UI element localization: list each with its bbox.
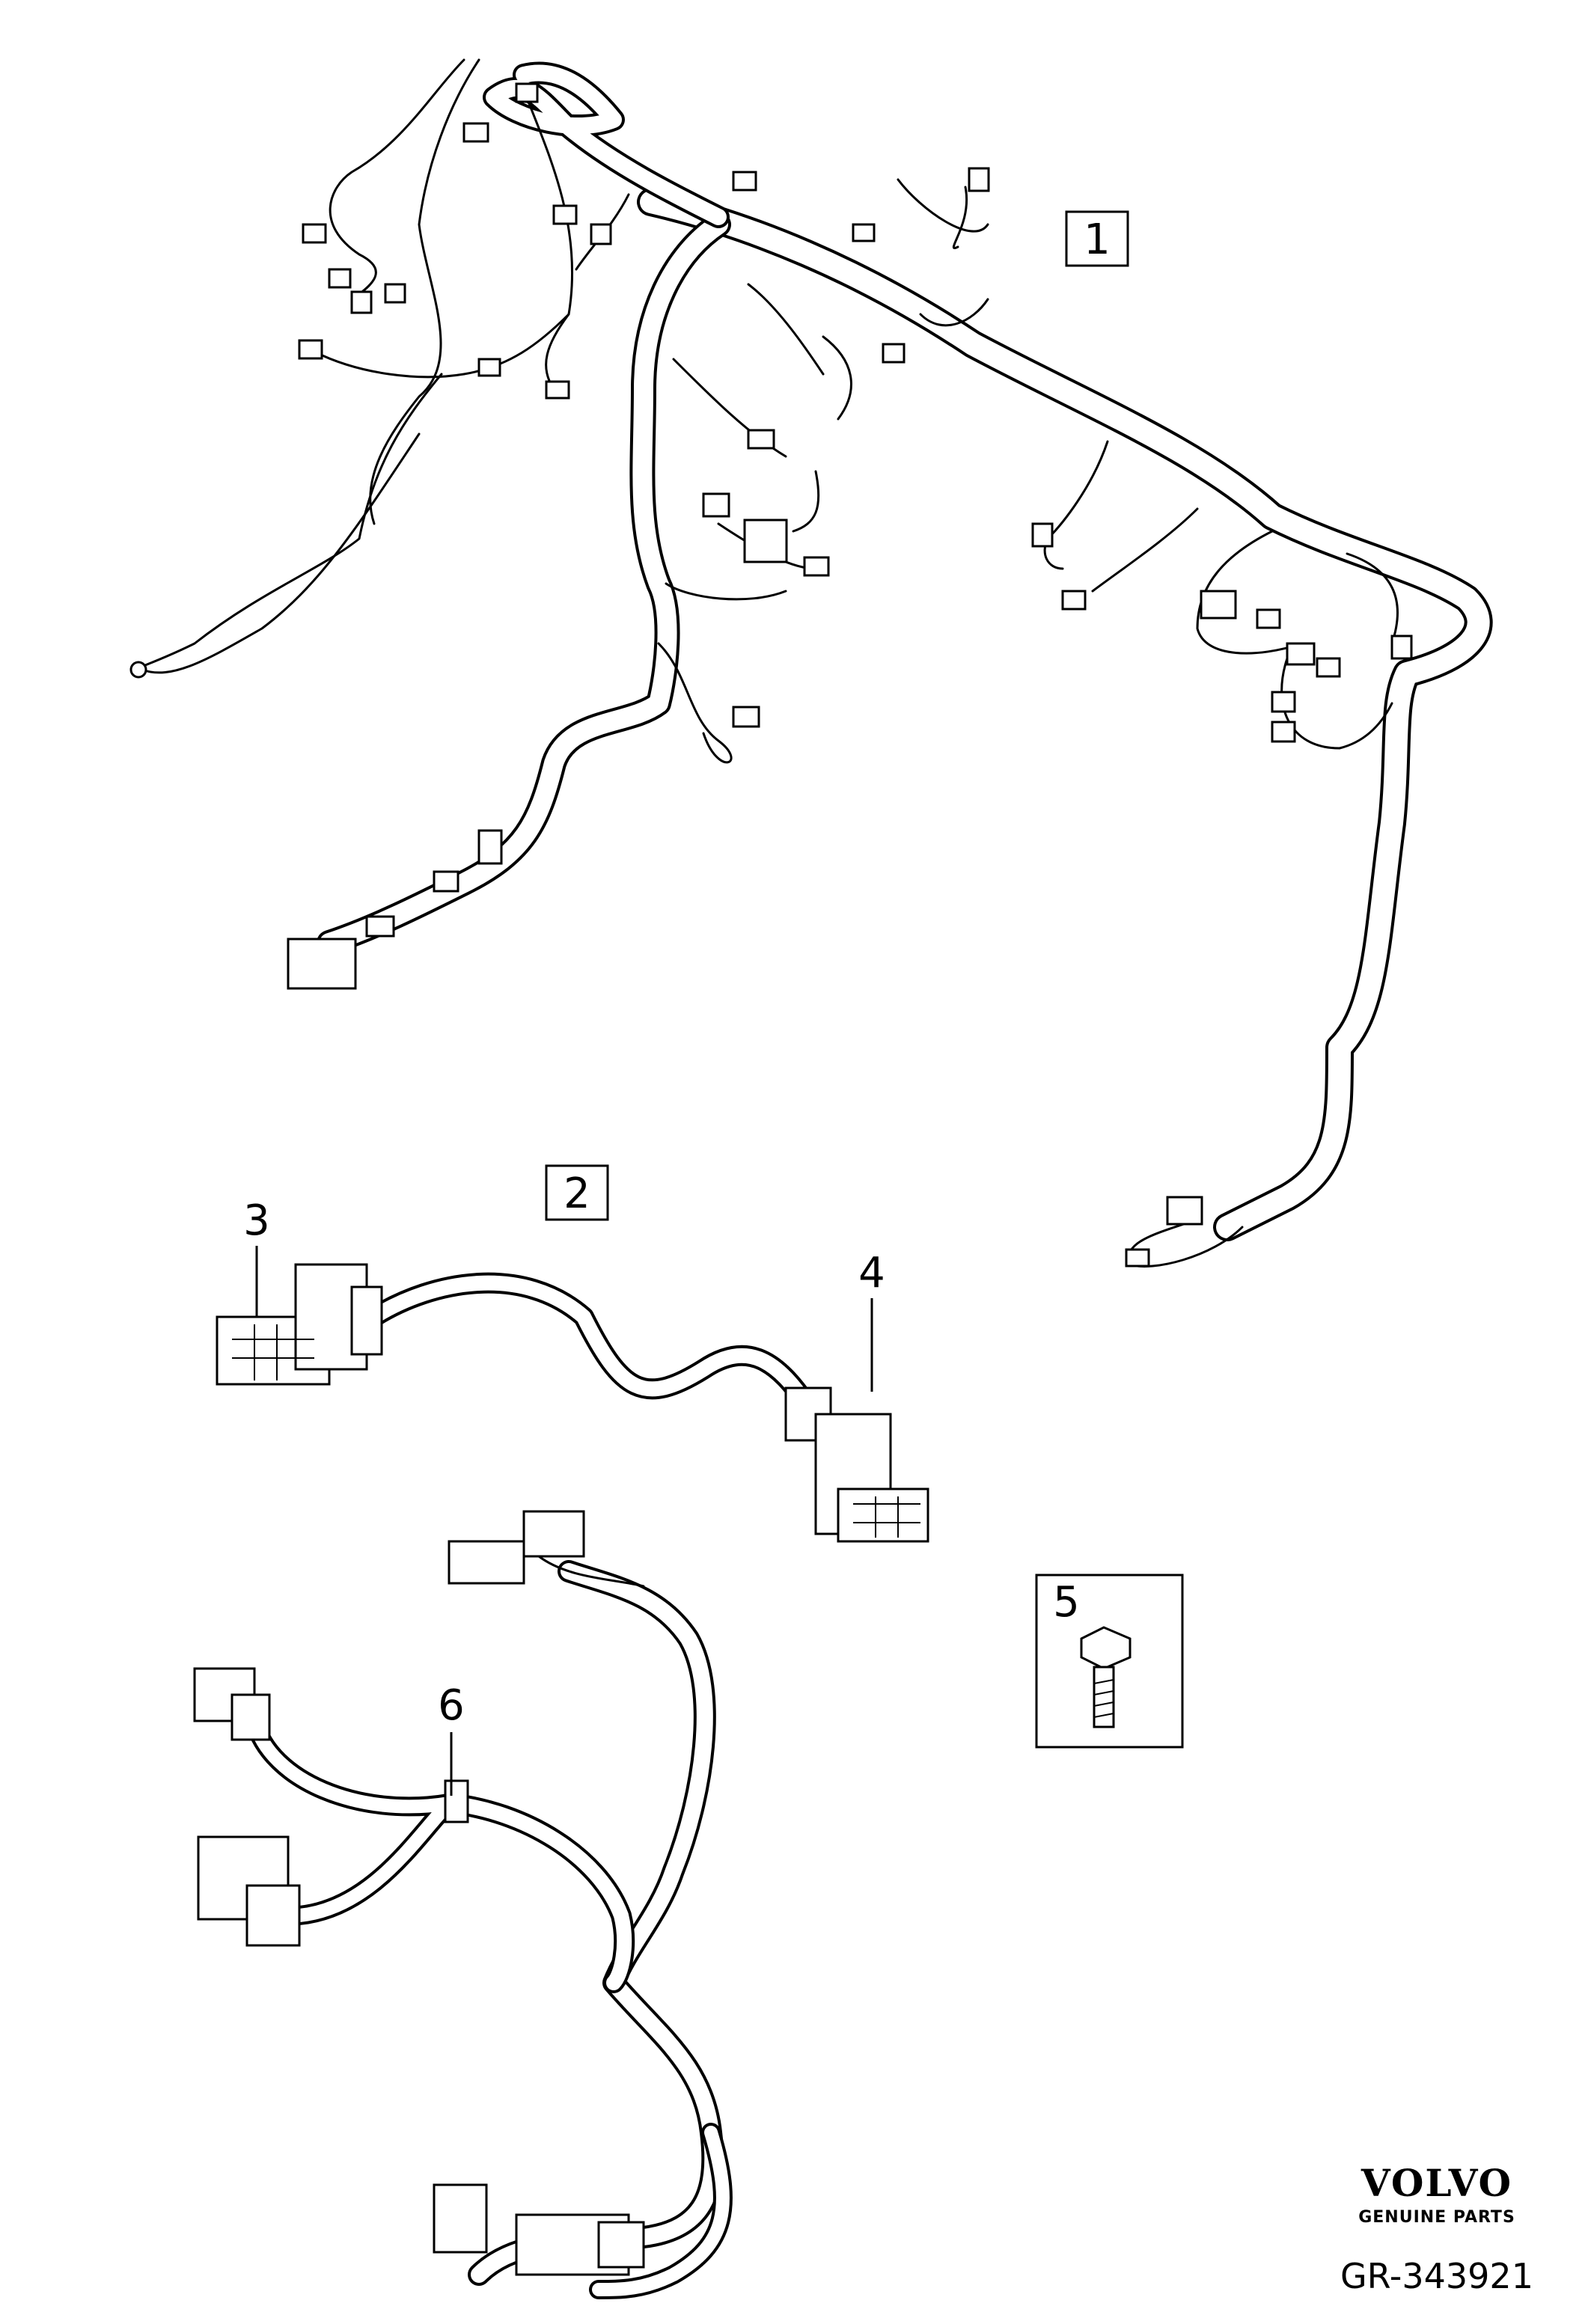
callout-3-label: 3 xyxy=(243,1196,270,1245)
callout-5: 5 xyxy=(1053,1578,1080,1627)
diagram-id: GR-343921 xyxy=(1340,2256,1533,2296)
extension-harness xyxy=(216,1263,929,1543)
callout-3: 3 xyxy=(243,1196,270,1317)
callout-6: 6 xyxy=(438,1681,465,1796)
sub-harness xyxy=(193,1510,733,2299)
callout-2: 2 xyxy=(545,1164,609,1221)
harness-sleeve-icon xyxy=(444,1779,469,1823)
callout-6-label: 6 xyxy=(438,1681,465,1730)
callout-5-label: 5 xyxy=(1053,1578,1080,1627)
brand-logo: VOLVO GENUINE PARTS xyxy=(1358,2161,1515,2227)
brand-name: VOLVO xyxy=(1361,2161,1512,2205)
ground-eyelet-icon xyxy=(129,661,147,679)
main-wiring-harness xyxy=(129,58,1493,1268)
brand-tagline: GENUINE PARTS xyxy=(1358,2208,1515,2227)
screw-box xyxy=(1035,1574,1184,1749)
callout-2-label: 2 xyxy=(564,1169,590,1218)
callout-1-label: 1 xyxy=(1084,215,1111,264)
callout-4-label: 4 xyxy=(858,1249,885,1297)
connector-6-icon xyxy=(193,1510,645,2276)
callout-1: 1 xyxy=(1065,210,1129,267)
connector-3-icon xyxy=(216,1263,383,1386)
callout-4: 4 xyxy=(858,1249,885,1392)
harness-connector-icon xyxy=(287,82,1413,1268)
screw-icon xyxy=(1080,1626,1132,1728)
connector-4-icon xyxy=(784,1386,929,1543)
